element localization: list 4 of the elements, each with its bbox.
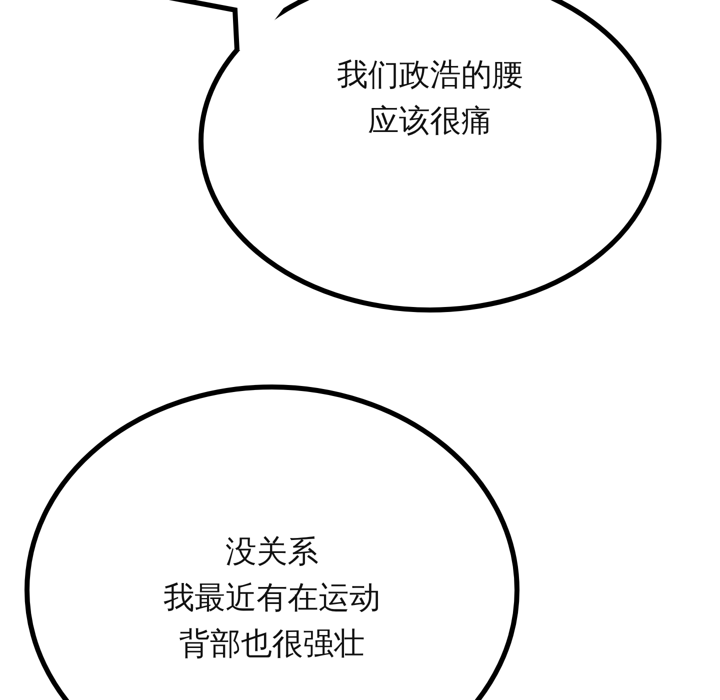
- dialogue-text: 我们政浩的腰应该很痛: [336, 56, 524, 141]
- dialogue-text: 没关系: [224, 533, 320, 572]
- dialogue-text: 背部也很强壮: [178, 625, 366, 664]
- dialogue-text: 我最近有在运动: [162, 579, 382, 618]
